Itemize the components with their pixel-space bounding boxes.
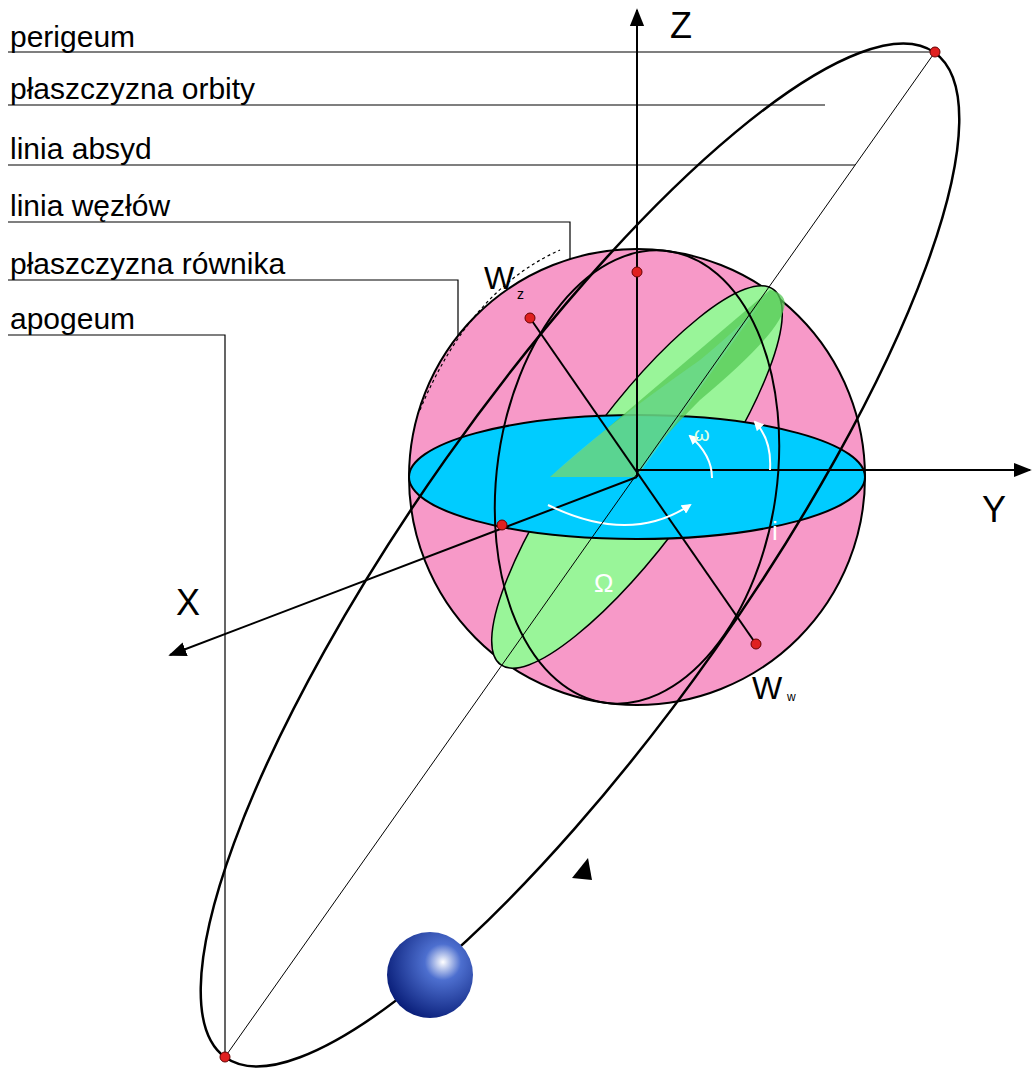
angle-label: ω [694,424,710,444]
plane-label: linia absyd [10,134,152,164]
plane-label: perigeum [10,22,135,52]
node-subscript: w [787,691,796,703]
plane-label: płaszczyzna równika [10,249,285,279]
angle-label: Ω [594,570,613,596]
plane-label: płaszczyzna orbity [10,74,255,104]
node-subscript: z [517,287,524,301]
node-label: W [484,262,514,294]
axis-label: Z [670,8,692,44]
axis-label: X [176,585,200,621]
plane-label: apogeum [10,304,135,334]
node-label: W [752,672,782,704]
plane-label: linia węzłów [10,191,170,221]
axis-label: Y [982,492,1006,528]
angle-label: i [772,518,778,544]
